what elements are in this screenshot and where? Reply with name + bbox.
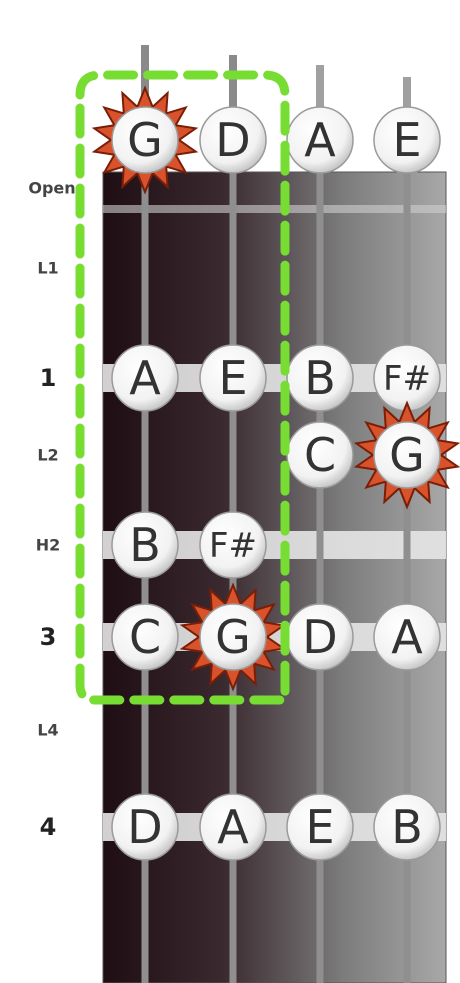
note-label: F#: [209, 526, 257, 566]
row-label: L2: [37, 445, 59, 465]
fingerboard: [102, 171, 447, 983]
row-label: 3: [39, 623, 57, 651]
row-label: L1: [37, 258, 59, 278]
note-circle: [373, 793, 441, 861]
row-label: 4: [39, 813, 57, 841]
note-circle: [199, 511, 267, 579]
row-label: 1: [39, 364, 57, 392]
row-label: H2: [35, 535, 61, 555]
note-label: E: [218, 351, 247, 405]
note-label: B: [304, 351, 336, 405]
note-label: G: [389, 428, 425, 482]
row-label: L4: [37, 720, 59, 740]
note-label: A: [391, 610, 423, 664]
note-circle: [373, 106, 441, 174]
note-circle: [111, 344, 179, 412]
note-circle: [199, 793, 267, 861]
note-label: D: [302, 610, 337, 664]
note-circle: [111, 511, 179, 579]
note-label: G: [127, 113, 163, 167]
note-circle: [286, 106, 354, 174]
note-circle: [111, 793, 179, 861]
string-a: [316, 172, 324, 983]
note-label: F#: [383, 359, 431, 399]
note-circle: [111, 603, 179, 671]
note-label: D: [127, 800, 162, 854]
note-label: A: [304, 113, 336, 167]
note-circle: [111, 106, 179, 174]
string-e: [403, 172, 411, 983]
note-circle: [199, 603, 267, 671]
note-label: A: [217, 800, 249, 854]
note-label: B: [391, 800, 423, 854]
note-label: A: [129, 351, 161, 405]
tuning-peg: [403, 77, 411, 115]
note-label: D: [215, 113, 250, 167]
note-label: E: [305, 800, 334, 854]
note-label: C: [129, 610, 161, 664]
note-circle: [199, 344, 267, 412]
tuning-peg: [141, 45, 149, 115]
note-circle: [286, 793, 354, 861]
row-label: Open: [28, 178, 76, 198]
note-circle: [373, 421, 441, 489]
note-circle: [286, 344, 354, 412]
note-label: C: [304, 428, 336, 482]
note-label: G: [215, 610, 251, 664]
tuning-peg: [316, 65, 324, 115]
nut-line: [103, 205, 446, 213]
note-circle: [373, 603, 441, 671]
highlight-dashed-outline: [75, 70, 290, 705]
note-circle: [199, 106, 267, 174]
note-label: E: [392, 113, 421, 167]
tuning-peg: [229, 55, 237, 115]
note-label: B: [129, 518, 161, 572]
